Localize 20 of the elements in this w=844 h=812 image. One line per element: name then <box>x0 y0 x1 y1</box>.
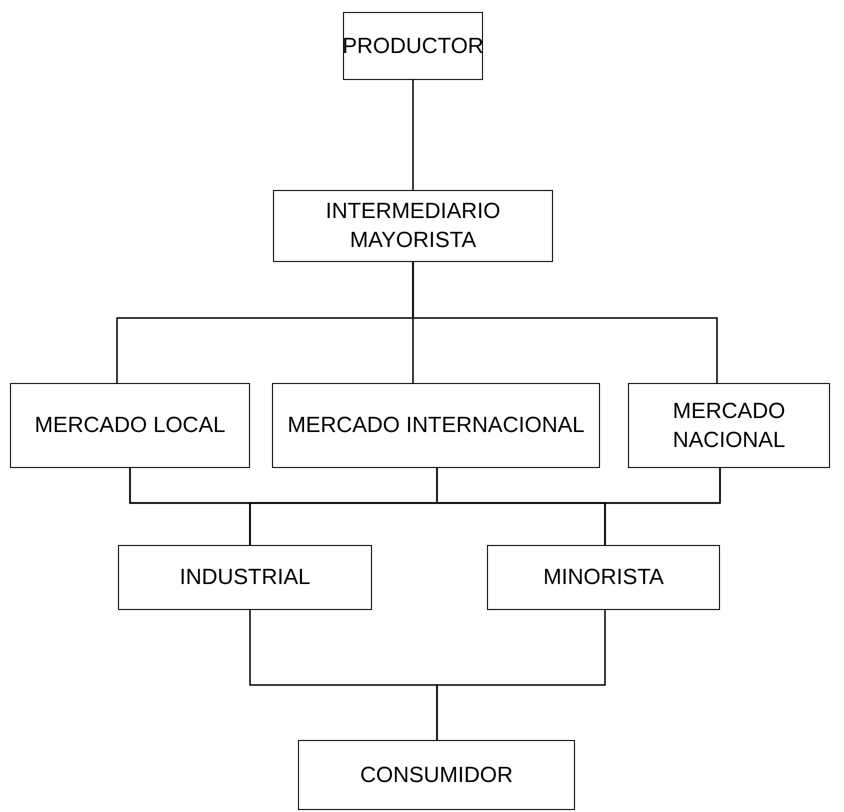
process-box <box>298 740 575 810</box>
process-box <box>118 545 372 610</box>
process-box <box>487 545 720 610</box>
process-box <box>628 383 830 468</box>
process-box <box>343 12 483 80</box>
box-label: MINORISTA <box>543 563 664 592</box>
process-box <box>273 190 553 262</box>
box-label: MERCADO INTERNACIONAL <box>287 411 585 440</box>
box-label: INTERMEDIARIO MAYORISTA <box>324 197 502 254</box>
box-label: INDUSTRIAL <box>180 563 310 592</box>
connector-line <box>412 80 414 190</box>
connector-line <box>412 262 718 383</box>
box-label: PRODUCTOR <box>342 32 484 60</box>
box-label: CONSUMIDOR <box>360 760 513 789</box>
process-box <box>10 383 250 468</box>
connector-line <box>604 468 721 545</box>
process-box <box>272 383 600 468</box>
box-label: MERCADO NACIONAL <box>672 396 786 454</box>
box-label: MERCADO LOCAL <box>34 411 226 440</box>
connector-line <box>436 610 606 740</box>
